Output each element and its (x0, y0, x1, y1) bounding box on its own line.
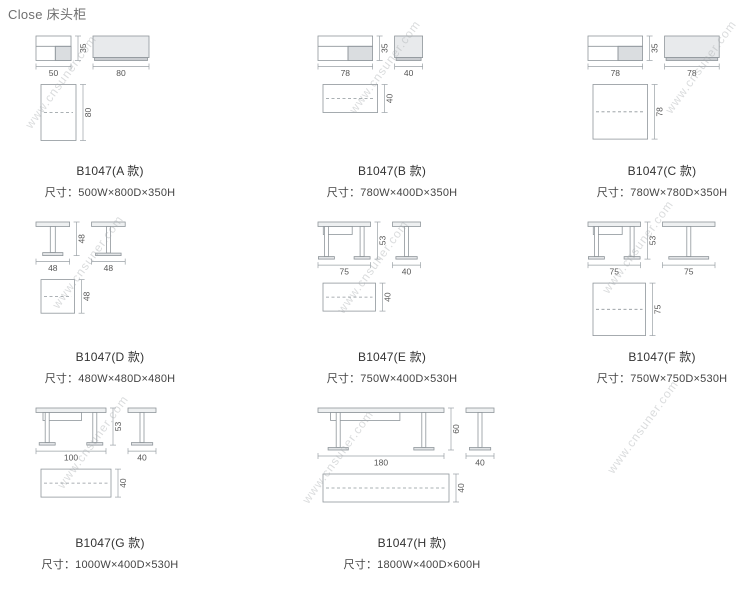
product-name: B1047(H 款) (377, 536, 447, 550)
svg-text:78: 78 (687, 68, 697, 78)
technical-drawing: 75 53 75 75 (587, 221, 716, 336)
svg-text:75: 75 (684, 267, 694, 277)
technical-drawing: 180 60 40 40 (317, 407, 495, 503)
product-name: B1047(B 款) (357, 164, 427, 178)
product-name: B1047(D 款) (75, 350, 145, 364)
product-card: 100 53 40 40 B1047(G 款) 尺寸：1000W×400D×530H (18, 396, 300, 582)
technical-drawing: 48 48 48 48 (35, 221, 126, 314)
svg-text:180: 180 (374, 458, 388, 468)
svg-text:53: 53 (113, 422, 123, 432)
svg-text:60: 60 (451, 424, 461, 434)
svg-text:75: 75 (610, 267, 620, 277)
svg-text:78: 78 (611, 68, 621, 78)
technical-drawing: 100 53 40 40 (35, 407, 157, 498)
svg-text:53: 53 (378, 236, 388, 246)
svg-text:35: 35 (650, 43, 660, 53)
svg-text:40: 40 (404, 68, 414, 78)
product-name: B1047(F 款) (628, 350, 696, 364)
product-name: B1047(C 款) (627, 164, 697, 178)
svg-text:75: 75 (340, 267, 350, 277)
page-title: Close 床头柜 (8, 7, 87, 22)
svg-text:40: 40 (385, 94, 395, 104)
product-name: B1047(G 款) (75, 536, 145, 550)
svg-text:48: 48 (48, 263, 58, 273)
technical-drawing: 75 53 40 40 (317, 221, 421, 312)
svg-text:35: 35 (78, 43, 88, 53)
svg-text:40: 40 (118, 478, 128, 488)
svg-text:40: 40 (475, 458, 485, 468)
product-card: 50 35 80 80 B1047(A 款) 尺寸：500W×800D×350H (18, 24, 300, 210)
product-size: 尺寸：750W×750D×530H (596, 373, 728, 385)
product-card: 48 48 48 48 B1047(D 款) 尺寸：480W×480D×480H (18, 210, 300, 396)
product-name: B1047(E 款) (357, 350, 427, 364)
svg-text:48: 48 (104, 263, 114, 273)
svg-text:80: 80 (116, 68, 126, 78)
svg-text:100: 100 (64, 453, 78, 463)
svg-text:35: 35 (380, 43, 390, 53)
product-name: B1047(A 款) (76, 164, 144, 178)
product-size: 尺寸：750W×400D×530H (326, 373, 458, 385)
product-size: 尺寸：780W×780D×350H (596, 187, 728, 199)
product-card: 75 53 40 40 B1047(E 款) 尺寸：750W×400D×530H (300, 210, 570, 396)
svg-text:40: 40 (402, 267, 412, 277)
svg-text:78: 78 (655, 107, 665, 117)
technical-drawing: 78 35 40 40 (317, 35, 423, 113)
svg-text:78: 78 (341, 68, 351, 78)
product-size: 尺寸：1800W×400D×600H (343, 559, 481, 571)
svg-text:48: 48 (82, 291, 92, 301)
svg-text:40: 40 (383, 292, 393, 302)
product-size: 尺寸：500W×800D×350H (44, 187, 176, 199)
svg-text:40: 40 (456, 483, 466, 493)
technical-drawing: 50 35 80 80 (35, 35, 150, 141)
svg-text:80: 80 (83, 108, 93, 118)
svg-text:75: 75 (653, 304, 663, 314)
svg-text:50: 50 (49, 68, 59, 78)
product-grid: 50 35 80 80 B1047(A 款) 尺寸：500W×800D×350H 78… (18, 24, 750, 582)
product-card: 78 35 78 78 B1047(C 款) 尺寸：780W×780D×350H (570, 24, 750, 210)
technical-drawing: 78 35 78 78 (587, 35, 720, 140)
product-size: 尺寸：780W×400D×350H (326, 187, 458, 199)
svg-text:40: 40 (137, 453, 147, 463)
product-card: 180 60 40 40 B1047(H 款) 尺寸：1800W×400D×600H (300, 396, 570, 582)
product-card: 78 35 40 40 B1047(B 款) 尺寸：780W×400D×350H (300, 24, 570, 210)
product-card: 75 53 75 75 B1047(F 款) 尺寸：750W×750D×530H (570, 210, 750, 396)
product-size: 尺寸：1000W×400D×530H (41, 559, 179, 571)
svg-text:53: 53 (648, 236, 658, 246)
svg-text:48: 48 (77, 234, 87, 244)
product-size: 尺寸：480W×480D×480H (44, 373, 176, 385)
